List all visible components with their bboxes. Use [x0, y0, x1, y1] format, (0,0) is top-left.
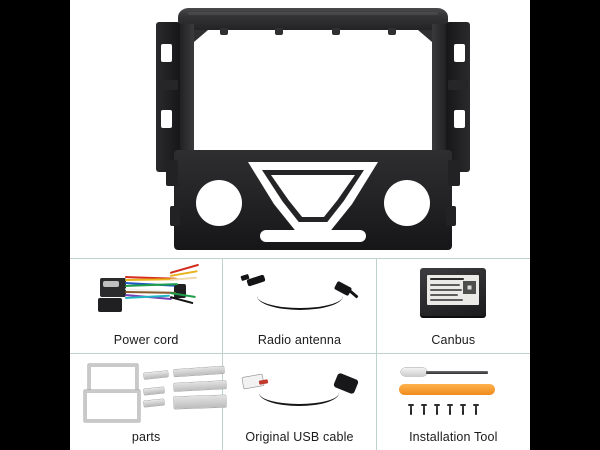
dash-fascia-photo [70, 0, 530, 258]
antenna-cable [257, 282, 344, 310]
fascia-top-bar [178, 8, 448, 30]
letterbox-bar-right [530, 0, 600, 450]
screw [421, 404, 427, 415]
knob-hole-left [196, 180, 242, 226]
screw [447, 404, 453, 415]
label-line [430, 284, 461, 286]
knob-hole-right [384, 180, 430, 226]
pry-tool [398, 384, 495, 395]
fascia-tab [220, 28, 228, 35]
wiring-harness-icon [70, 262, 222, 331]
accessory-label: Radio antenna [257, 332, 342, 347]
wire [124, 283, 179, 287]
metal-brackets-icon [70, 358, 227, 428]
metal-clip [143, 386, 165, 396]
harness-secondary-plug [98, 298, 122, 312]
qr-code-icon [463, 281, 477, 294]
antenna-adapter-icon [223, 262, 375, 331]
accessory-grid: Power cord Radio antenna [70, 258, 530, 450]
canbus-spec-label [427, 275, 480, 305]
fascia-left-post [178, 24, 194, 154]
trim-frame-lower [84, 390, 140, 422]
fascia-right-post [432, 24, 448, 154]
accessory-label: Canbus [431, 332, 476, 347]
fascia-lower-trim [174, 150, 452, 250]
label-line [430, 294, 459, 296]
fascia-tab [275, 28, 283, 35]
canbus-decoder-icon [377, 262, 530, 331]
screw [473, 404, 479, 415]
rail-hook [448, 80, 468, 90]
long-bracket [173, 395, 227, 409]
antenna-female-connector [246, 274, 266, 287]
fascia-tab [332, 28, 340, 35]
accessory-label: Installation Tool [409, 429, 498, 444]
label-line [430, 278, 465, 281]
wire [124, 291, 177, 294]
canbus-body [420, 268, 487, 316]
tool-kit-icon [377, 358, 530, 428]
screwdriver-handle [400, 368, 427, 376]
fascia-right-rail [446, 22, 470, 172]
screw [408, 404, 414, 415]
screwdriver-shaft [425, 370, 488, 374]
screw [434, 404, 440, 415]
fascia-tab [388, 28, 396, 35]
fascia-left-rail [156, 22, 180, 172]
accessory-cell-parts[interactable]: parts [70, 354, 227, 450]
metal-clip [143, 370, 169, 380]
rail-slot [161, 44, 172, 62]
accessory-cell-canbus[interactable]: Canbus [376, 258, 530, 354]
mount-ear-right [448, 160, 460, 186]
rail-hook [158, 80, 178, 90]
accessory-label: parts [131, 429, 161, 444]
accessory-cell-radio-antenna[interactable]: Radio antenna [223, 258, 377, 354]
usb-adapter-cable-icon [223, 358, 375, 428]
accessory-cell-power-cord[interactable]: Power cord [70, 258, 224, 354]
content-panel: Power cord Radio antenna [70, 0, 530, 450]
accessory-label: Original USB cable [245, 429, 354, 444]
accessory-label: Power cord [113, 332, 179, 347]
long-bracket [173, 380, 227, 392]
rail-slot [161, 110, 172, 128]
label-line [430, 289, 463, 291]
fascia-corner-bracket [418, 30, 432, 42]
long-bracket [173, 366, 225, 377]
harness-connector-face [103, 281, 119, 287]
accessory-cell-installation-tool[interactable]: Installation Tool [377, 354, 530, 450]
metal-clip [143, 398, 165, 408]
usb-cable [259, 380, 340, 406]
mount-ear-left [166, 160, 178, 186]
vent-slot-cutout [260, 230, 366, 242]
rail-slot [454, 44, 465, 62]
mount-ear-right-lower [446, 206, 456, 226]
antenna-male-pin [347, 288, 359, 299]
rail-slot [454, 110, 465, 128]
fascia-corner-bracket [194, 30, 208, 42]
label-line [430, 299, 464, 301]
screw [460, 404, 466, 415]
letterbox-bar-left [0, 0, 70, 450]
accessory-cell-usb-cable[interactable]: Original USB cable [223, 354, 377, 450]
mount-ear-left-lower [170, 206, 180, 226]
